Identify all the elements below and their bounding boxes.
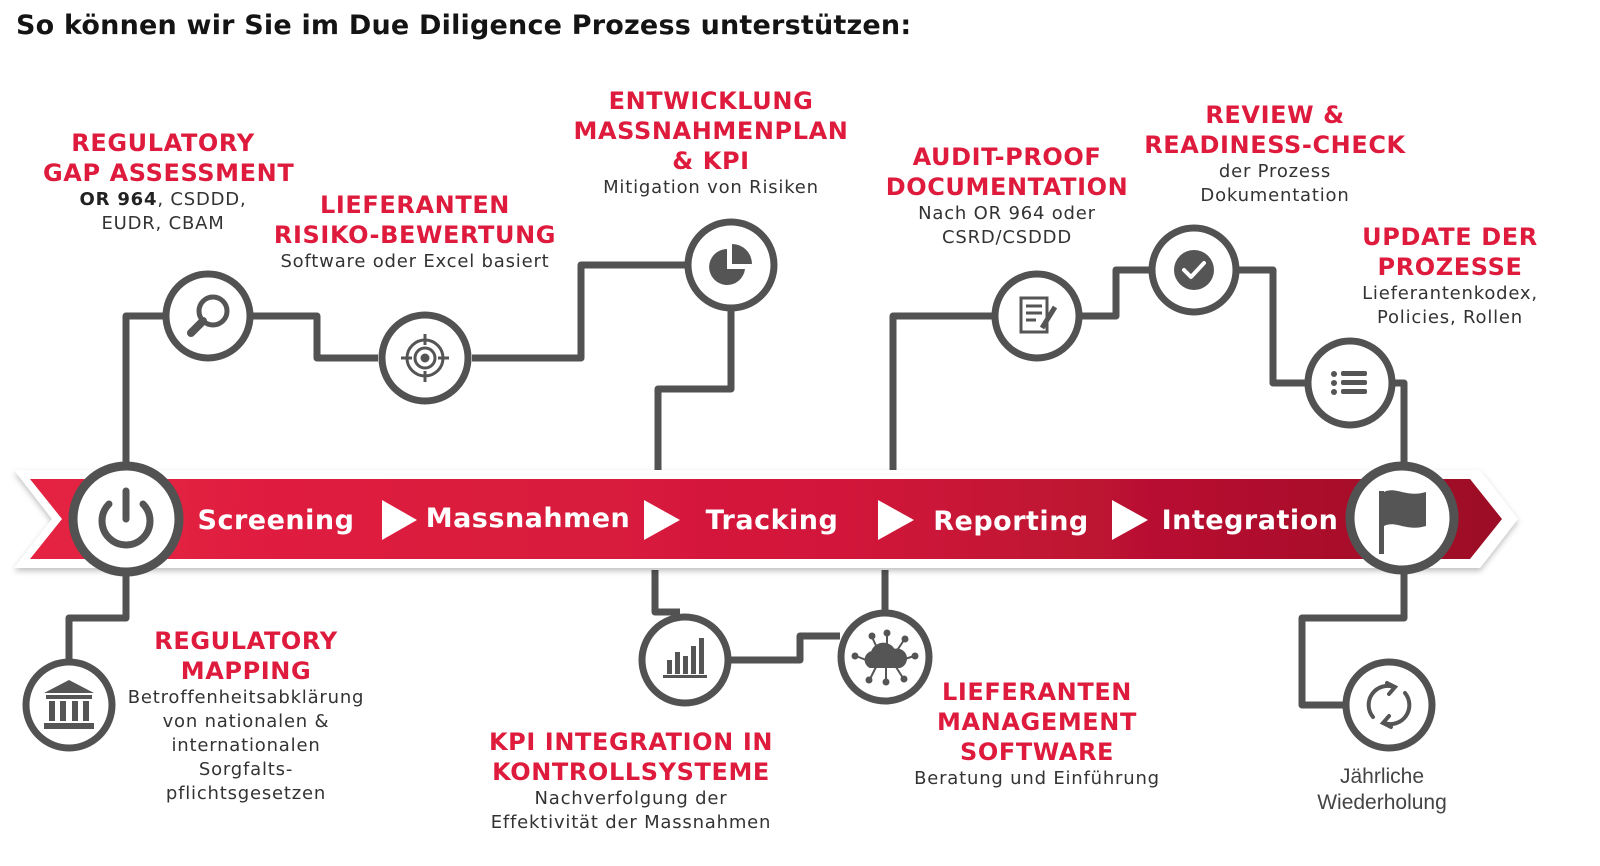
- stage-arrow: [878, 500, 914, 540]
- stage-arrow: [644, 500, 680, 540]
- step-repeat-label: Jährliche Wiederholung: [1292, 764, 1472, 816]
- step-kpi-desc: Effektivität der Massnahmen: [490, 812, 772, 833]
- step-mapping-title: REGULATORY: [154, 627, 338, 655]
- node-audit: [991, 270, 1083, 362]
- step-plan-title: MASSNAHMENPLAN: [573, 117, 849, 145]
- step-review-desc: Dokumentation: [1200, 185, 1350, 206]
- step-kpi-desc: Nachverfolgung der: [534, 788, 728, 809]
- bar-chart-icon: [663, 638, 707, 678]
- step-mapping-desc: internationalen: [171, 735, 321, 756]
- connector-update-end: [1394, 379, 1408, 464]
- connector-repeat: [1298, 570, 1408, 709]
- step-review-label: REVIEW & READINESS-CHECK der Prozess Dok…: [1144, 100, 1406, 208]
- step-software-title: SOFTWARE: [959, 738, 1115, 766]
- stage-arrows: [382, 500, 1148, 540]
- target-icon: [401, 334, 449, 382]
- step-risk-title: LIEFERANTEN: [320, 191, 510, 219]
- step-mapping-desc: Sorgfalts-: [198, 759, 294, 780]
- cloud-network-icon: [851, 629, 919, 686]
- step-plan-desc: Mitigation von Risiken: [603, 177, 819, 198]
- step-risk-title: RISIKO-BEWERTUNG: [273, 221, 557, 249]
- step-mapping-title: MAPPING: [180, 657, 312, 685]
- connector-plan-down: [654, 311, 735, 470]
- refresh-icon: [1366, 681, 1412, 729]
- connector-gap-risk: [252, 312, 378, 362]
- step-kpi-title: KPI INTEGRATION IN: [488, 728, 774, 756]
- step-gap-title: REGULATORY: [71, 129, 255, 157]
- connector-review-update: [1238, 266, 1306, 387]
- list-icon: [1331, 371, 1367, 395]
- step-review-title: REVIEW &: [1205, 101, 1345, 129]
- step-update-desc: Policies, Rollen: [1376, 307, 1523, 328]
- step-software-label: LIEFERANTEN MANAGEMENT SOFTWARE Beratung…: [902, 677, 1172, 791]
- step-kpi-label: KPI INTEGRATION IN KONTROLLSYSTEME Nachv…: [476, 727, 786, 835]
- stage-label: Tracking: [706, 505, 839, 536]
- step-repeat-desc: Jährliche: [1339, 765, 1425, 788]
- step-plan-title: ENTWICKLUNG: [608, 87, 814, 115]
- step-update-label: UPDATE DER PROZESSE Lieferantenkodex, Po…: [1344, 222, 1556, 330]
- connector-kpi-software: [729, 632, 840, 664]
- step-software-desc: Beratung und Einführung: [914, 768, 1160, 789]
- connector-gap: [122, 312, 165, 470]
- stage-labels: Screening Massnahmen Tracking Reporting …: [198, 503, 1339, 537]
- step-audit-label: AUDIT-PROOF DOCUMENTATION Nach OR 964 od…: [882, 142, 1132, 250]
- connector-audit: [889, 312, 993, 470]
- node-gap: [162, 270, 254, 362]
- step-update-title: PROZESSE: [1377, 253, 1523, 281]
- magnifier-icon: [187, 294, 230, 337]
- node-mapping: [22, 658, 116, 752]
- step-gap-desc: EUDR, CBAM: [101, 213, 225, 234]
- stage-banner: [14, 470, 1518, 568]
- step-mapping-label: REGULATORY MAPPING Betroffenheitsabkläru…: [116, 626, 376, 806]
- step-gap-label: REGULATORY GAP ASSESSMENT OR 964, CSDDD,…: [43, 128, 295, 236]
- node-plan: [684, 218, 778, 312]
- step-plan-label: ENTWICKLUNG MASSNAHMENPLAN & KPI Mitigat…: [570, 86, 852, 200]
- stage-label: Integration: [1162, 505, 1339, 536]
- document-icon: [1019, 296, 1058, 334]
- stage-label: Massnahmen: [426, 503, 631, 534]
- stage-label: Reporting: [933, 506, 1089, 537]
- stage-arrow: [382, 500, 417, 540]
- step-review-desc: der Prozess: [1218, 161, 1332, 182]
- step-audit-desc: CSRD/CSDDD: [941, 227, 1072, 248]
- connector-lines: [65, 261, 1408, 709]
- step-repeat-desc: Wiederholung: [1317, 791, 1447, 814]
- step-review-title: READINESS-CHECK: [1144, 131, 1406, 159]
- power-icon: [98, 487, 154, 549]
- step-audit-desc: Nach OR 964 oder: [918, 203, 1096, 224]
- stage-arrow: [1112, 500, 1148, 540]
- step-risk-desc: Software oder Excel basiert: [280, 251, 550, 272]
- step-gap-desc: OR 964, CSDDD,: [79, 189, 247, 210]
- step-update-desc: Lieferantenkodex,: [1362, 283, 1538, 304]
- step-software-title: LIEFERANTEN: [942, 678, 1132, 706]
- step-mapping-desc: pflichtsgesetzen: [165, 783, 327, 804]
- step-audit-title: AUDIT-PROOF: [912, 143, 1102, 171]
- connector-audit-review: [1081, 266, 1150, 320]
- step-plan-title: & KPI: [672, 147, 750, 175]
- pie-chart-icon: [709, 244, 752, 285]
- page-title: So können wir Sie im Due Diligence Proze…: [16, 10, 912, 41]
- connector-kpi: [651, 570, 680, 616]
- step-software-title: MANAGEMENT: [937, 708, 1137, 736]
- connector-risk-plan: [472, 261, 688, 362]
- step-kpi-title: KONTROLLSYSTEME: [492, 758, 770, 786]
- flag-icon: [1379, 490, 1426, 554]
- step-audit-title: DOCUMENTATION: [885, 173, 1129, 201]
- step-risk-label: LIEFERANTEN RISIKO-BEWERTUNG Software od…: [265, 190, 565, 274]
- bank-icon: [44, 680, 94, 729]
- stage-label: Screening: [198, 505, 355, 536]
- checkmark-icon: [1174, 250, 1214, 290]
- node-repeat: [1342, 658, 1436, 752]
- step-mapping-desc: Betroffenheitsabklärung: [127, 687, 365, 708]
- step-gap-title: GAP ASSESSMENT: [43, 159, 295, 187]
- connector-mapping: [65, 570, 130, 662]
- step-mapping-desc: von nationalen &: [162, 711, 330, 732]
- step-update-title: UPDATE DER: [1362, 223, 1538, 251]
